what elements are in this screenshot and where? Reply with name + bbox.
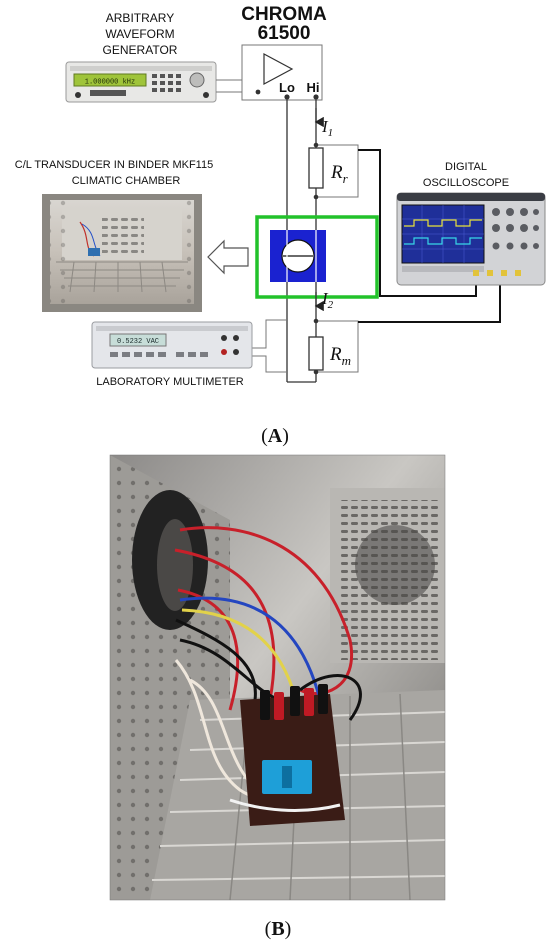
panel-b-caption: (B): [265, 918, 292, 940]
panel-a-schematic: ARBITRARY WAVEFORM GENERATOR 1.000000 kH…: [15, 4, 546, 447]
generator-label-line3: GENERATOR: [103, 43, 178, 57]
chroma-source-box: [241, 44, 323, 101]
source-model-label: 61500: [258, 23, 311, 44]
resistor-rr-symbol: Rr: [330, 162, 349, 186]
climatic-chamber-photo: [42, 194, 202, 312]
current-i1-symbol: I1: [321, 117, 333, 139]
digital-oscilloscope: [396, 192, 546, 286]
amplifier-symbol: [263, 52, 294, 86]
multimeter-label: LABORATORY MULTIMETER: [96, 376, 244, 388]
waveform-generator: 1.000000 kHz: [65, 61, 217, 103]
source-brand-label: CHROMA: [241, 4, 327, 25]
panel-b-photo: (B): [109, 454, 446, 940]
generator-lcd-text: 1.000000 kHz: [85, 79, 135, 87]
multimeter-lcd: [109, 333, 167, 347]
hollow-arrow-left: [207, 239, 249, 275]
generator-lcd: [73, 73, 147, 87]
scope-label-line2: OSCILLOSCOPE: [423, 177, 509, 189]
resistor-rm: [308, 336, 324, 371]
generator-label-line1: ARBITRARY: [106, 11, 174, 25]
transducer-frame: [255, 215, 379, 299]
multimeter-lcd-text: 0.5232 VAC: [117, 338, 159, 346]
laboratory-multimeter: 0.5232 VAC: [91, 321, 253, 369]
chamber-label-line1: C/L TRANSDUCER IN BINDER MKF115: [15, 159, 213, 171]
scope-label-line1: DIGITAL: [445, 161, 487, 173]
current-i2-symbol: I2: [321, 289, 334, 311]
resistor-rr: [308, 147, 324, 189]
chamber-label-line2: CLIMATIC CHAMBER: [72, 175, 181, 187]
panel-a-caption: (A): [261, 425, 289, 447]
terminal-hi-label: Hi: [307, 80, 320, 95]
generator-label-line2: WAVEFORM: [105, 27, 174, 41]
resistor-rm-symbol: Rm: [329, 344, 351, 368]
terminal-lo-label: Lo: [279, 80, 295, 95]
